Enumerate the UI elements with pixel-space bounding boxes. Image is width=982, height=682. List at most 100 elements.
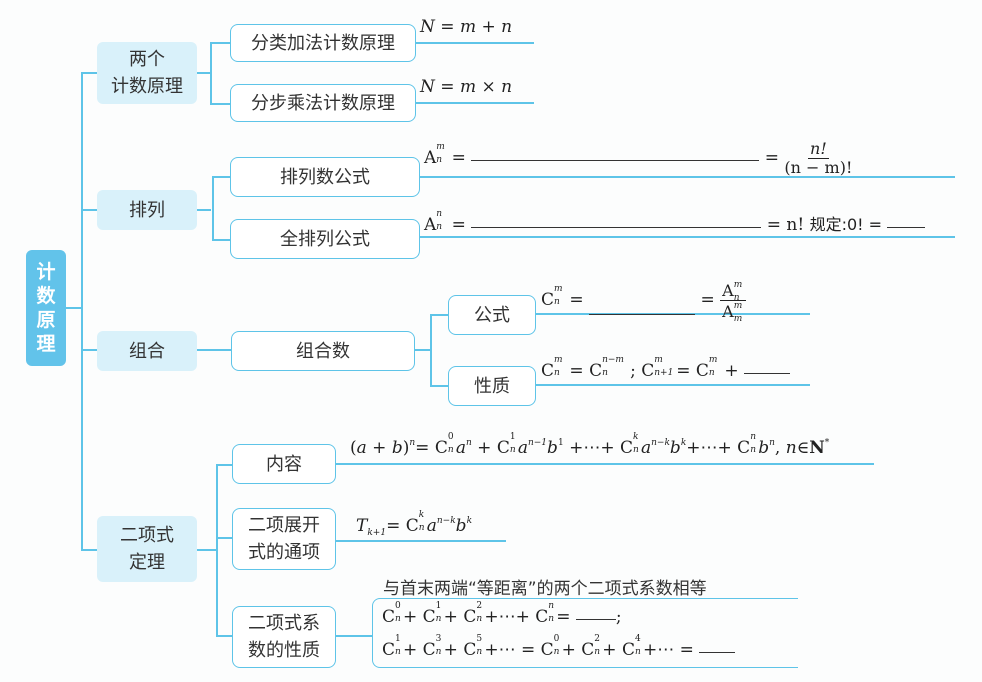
node-label: 分类加法计数原理 (251, 32, 395, 54)
node-label: 定理 (129, 552, 165, 573)
symmetry-note: 与首末两端“等距离”的两个二项式系数相等 (383, 579, 707, 599)
node-combination-formula: 公式 (448, 295, 536, 335)
connector (81, 549, 97, 551)
node-addition-principle: 分类加法计数原理 (230, 24, 416, 62)
node-label: 公式 (474, 304, 510, 326)
coefficient-bracket (372, 598, 798, 668)
node-combination-property: 性质 (448, 366, 536, 406)
node-permutation: 排列 (97, 190, 197, 230)
node-label: 分步乘法计数原理 (251, 92, 395, 114)
symbol-C: C (641, 361, 655, 381)
connector (336, 540, 506, 542)
node-label: 性质 (474, 375, 510, 397)
symbol-C: C (541, 361, 555, 381)
node-general-term: 二项展开 式的通项 (232, 508, 336, 570)
node-binomial-content: 内容 (232, 444, 336, 484)
formula-multiplication: N = m × n (420, 77, 513, 97)
node-label: 二项式系 (248, 613, 320, 634)
connector (66, 307, 82, 309)
connector (420, 236, 955, 238)
node-label: 两个 (129, 49, 165, 70)
connector (336, 463, 874, 465)
fraction: n!(n − m)! (784, 140, 852, 177)
symbol-A: A (424, 148, 437, 168)
connector (81, 209, 97, 211)
node-label: 排列数公式 (280, 166, 370, 188)
node-label: 组合 (129, 340, 165, 362)
connector (216, 464, 218, 636)
fraction-denominator: (n − m)! (784, 158, 853, 177)
answer-blank[interactable] (575, 618, 616, 620)
node-label: 组合数 (296, 340, 350, 362)
answer-blank[interactable] (887, 226, 926, 228)
node-label: 全排列公式 (280, 228, 370, 250)
connector (210, 103, 230, 105)
node-coefficient-properties: 二项式系 数的性质 (232, 606, 336, 668)
connector (212, 176, 214, 240)
connector (415, 349, 431, 351)
symbol-A: A (424, 215, 437, 235)
node-label: 计数原理 (111, 76, 183, 97)
root-char: 原 (36, 309, 56, 331)
formula-result: = n! (766, 215, 805, 235)
connector (210, 42, 212, 104)
connector (210, 42, 230, 44)
connector (430, 314, 448, 316)
connector (81, 72, 97, 74)
node-label: 内容 (266, 453, 302, 475)
answer-blank[interactable] (471, 159, 760, 161)
symbol-C: C (541, 290, 555, 310)
connector (212, 176, 230, 178)
answer-blank[interactable] (471, 226, 762, 228)
symbol-C: C (589, 361, 603, 381)
connector (430, 314, 432, 386)
node-permutation-formula: 排列数公式 (230, 157, 420, 197)
connector (430, 385, 448, 387)
connector (81, 349, 97, 351)
connector (216, 635, 232, 637)
node-combination: 组合 (97, 331, 197, 371)
connector (420, 176, 955, 178)
connector (336, 635, 372, 637)
answer-blank[interactable] (743, 372, 790, 374)
connector (212, 239, 230, 241)
symbol-A: A (722, 281, 734, 300)
node-full-permutation-formula: 全排列公式 (230, 219, 420, 259)
node-multiplication-principle: 分步乘法计数原理 (230, 84, 416, 122)
connector (416, 102, 534, 104)
connector (216, 537, 232, 539)
rule-text: 规定:0! = (809, 215, 883, 234)
root-char: 计 (36, 261, 56, 283)
node-label: 式的通项 (248, 542, 320, 563)
node-counting-principles: 两个 计数原理 (97, 42, 197, 104)
node-label: 二项展开 (248, 515, 320, 536)
connector (197, 349, 231, 351)
root-char: 理 (36, 333, 56, 355)
node-label: 二项式 (120, 525, 174, 546)
node-label: 排列 (129, 199, 165, 221)
root-node: 计 数 原 理 (26, 250, 66, 366)
connector (197, 549, 217, 551)
connector (536, 384, 810, 386)
symbol-C: C (695, 361, 709, 381)
connector (197, 72, 211, 74)
formula-addition: N = m + n (420, 17, 513, 37)
connector (197, 209, 211, 211)
node-binomial-theorem: 二项式 定理 (97, 516, 197, 582)
symbol-A: A (722, 302, 734, 321)
node-combination-number: 组合数 (231, 331, 415, 371)
connector (216, 464, 232, 466)
answer-blank[interactable] (589, 313, 696, 315)
connector (416, 42, 534, 44)
node-label: 数的性质 (248, 640, 320, 661)
answer-blank[interactable] (699, 651, 736, 653)
